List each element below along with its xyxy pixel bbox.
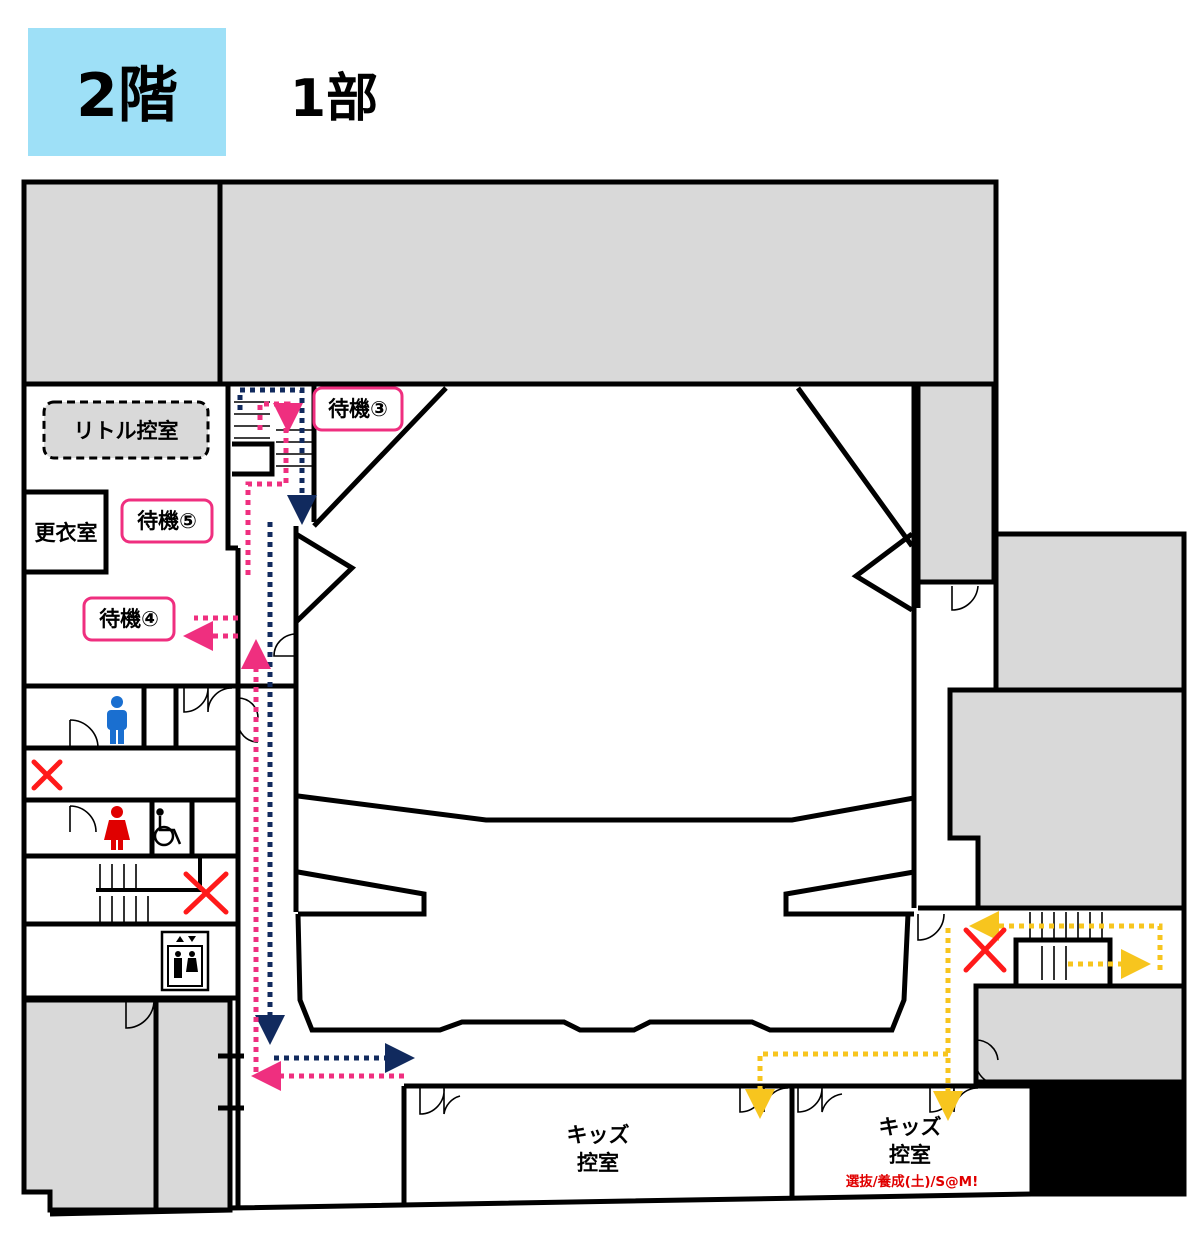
door-9[interactable] [797,1087,843,1113]
wait-5-label: 待機⑤ [137,509,197,533]
stairs-right [1029,912,1103,980]
block-black-corner [1032,1082,1184,1194]
door-6[interactable] [125,1001,155,1029]
header: 2階 1部 [28,28,378,156]
door-13[interactable] [917,913,945,941]
wait-4-label: 待機④ [99,607,159,631]
kids-room-1-line1: キッズ [567,1123,630,1147]
wait-3-tag: 待機③ [312,386,404,432]
wait-3-label: 待機③ [328,397,388,421]
red-x-icon [183,871,229,915]
door-11[interactable] [951,585,979,611]
block-right-column [915,381,997,585]
auditorium [293,382,917,1033]
icons [31,696,1007,992]
kids-room-2-line1: キッズ [879,1115,942,1139]
wait-5-tag: 待機⑤ [120,498,214,544]
block-right-upper [993,531,1187,693]
little-room-box [42,400,210,460]
stairs-top [234,401,312,467]
door-7[interactable] [419,1087,461,1115]
block-bottom-left-2 [153,997,233,1213]
elevator-icon [160,930,210,992]
kids-room-2-line2: 控室 [889,1143,931,1167]
block-top-main [217,179,999,387]
wheelchair-icon [153,808,182,847]
part-label: 1部 [290,69,378,129]
block-right-lower [973,983,1187,1085]
block-top-left [21,179,223,387]
room-labels: リトル控室 更衣室 キッズ 控室 キッズ 控室 選抜/養成(土)/S@M! [35,400,979,1190]
route-pink-top [257,401,303,433]
changing-room-label: 更衣室 [35,521,98,545]
floor-badge [28,28,226,156]
door-1[interactable] [69,719,99,749]
floor-label: 2階 [76,61,178,131]
waiting-tags: 待機③ 待機④ 待機⑤ [82,386,404,642]
door-8[interactable] [739,1087,789,1113]
route-pink-down [245,428,289,580]
little-room-label: リトル控室 [74,419,179,443]
door-3[interactable] [183,687,233,713]
red-x-icon [31,759,63,791]
block-right-middle [947,687,1187,911]
kids-room-2-note: 選抜/養成(土)/S@M! [846,1173,979,1190]
grey-blocks [21,179,1187,1213]
female-restroom-icon [104,806,130,850]
route-yellow-stair [969,911,1163,970]
route-navy-top [237,387,317,525]
door-12[interactable] [975,1039,999,1085]
door-10[interactable] [929,1087,979,1113]
wait-4-tag: 待機④ [82,596,176,642]
walls [21,179,1187,1217]
block-bottom-left [21,997,159,1213]
door-5[interactable] [273,633,297,657]
door-2[interactable] [69,805,97,833]
routes [183,387,1163,1121]
kids-room-1-line2: 控室 [577,1151,619,1175]
red-x-icon [963,927,1007,973]
route-yellow-kids1 [745,1051,948,1119]
male-restroom-icon [107,696,127,744]
